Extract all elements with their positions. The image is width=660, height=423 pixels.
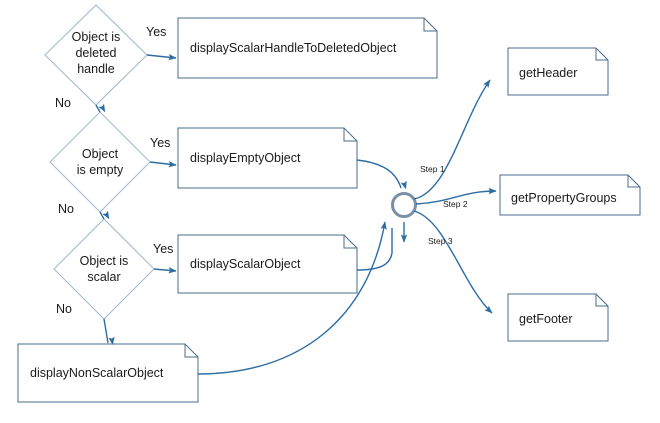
connector-junction-to-get-header	[413, 79, 491, 200]
edge-label-d2-no: No	[58, 202, 74, 216]
decision-object-is-scalar[interactable]: Object is scalar	[53, 218, 155, 320]
connector-d3-no	[103, 318, 115, 346]
merge-junction[interactable]	[391, 192, 417, 218]
connector-empty-object-to-junction	[356, 159, 407, 190]
edge-label-d1-yes: Yes	[146, 25, 166, 39]
note-corner-fold	[627, 175, 640, 188]
connector-d3-yes	[153, 267, 177, 274]
process-box-label: displayScalarObject	[190, 257, 301, 271]
step-label-2: Step 2	[443, 199, 468, 209]
connector-junction-to-get-footer	[413, 210, 493, 314]
process-box-label: displayScalarHandleToDeletedObject	[190, 41, 397, 55]
process-box-display-scalar-object[interactable]: displayScalarObject	[177, 234, 358, 294]
note-box-shape	[177, 127, 358, 189]
decision-label-line-2: scalar	[87, 270, 120, 284]
output-box-get-footer[interactable]: getFooter	[507, 293, 609, 342]
edge-label-d3-yes: Yes	[153, 242, 173, 256]
output-box-label: getFooter	[519, 312, 573, 326]
note-box-shape	[17, 343, 199, 403]
note-box-shape	[499, 174, 641, 216]
process-box-label: displayEmptyObject	[190, 151, 301, 165]
connector-scalar-object-to-junction-tail	[356, 252, 393, 271]
note-corner-fold	[423, 18, 437, 32]
note-corner-fold	[343, 128, 357, 142]
output-box-label: getPropertyGroups	[511, 191, 617, 205]
edge-label-d3-no: No	[56, 302, 72, 316]
decision-label-line-1: Object	[82, 147, 119, 161]
connector-junction-to-get-property-groups	[415, 187, 497, 205]
process-box-display-empty-object[interactable]: displayEmptyObject	[177, 127, 358, 189]
note-corner-fold	[595, 294, 608, 307]
edge-label-d2-yes: Yes	[150, 136, 170, 150]
note-box-shape	[177, 17, 438, 79]
connector-d1-yes	[146, 54, 177, 61]
process-box-display-non-scalar-object[interactable]: displayNonScalarObject	[17, 343, 199, 403]
decision-label-line-1: Object is	[72, 30, 121, 44]
decision-label-line-2: deleted	[75, 46, 116, 60]
junction-circle	[391, 192, 417, 218]
step-label-3: Step 3	[428, 236, 453, 246]
output-box-get-header[interactable]: getHeader	[507, 47, 609, 96]
edge-label-d1-no: No	[55, 96, 71, 110]
connector-d2-yes	[149, 160, 177, 168]
note-corner-fold	[343, 235, 357, 249]
connector-d2-no	[99, 210, 110, 220]
decision-object-is-deleted-handle[interactable]: Object is deleted handle	[44, 4, 148, 106]
decision-object-is-empty[interactable]: Object is empty	[49, 111, 151, 213]
output-box-get-property-groups[interactable]: getPropertyGroups	[499, 174, 641, 216]
decision-label-line-3: handle	[77, 62, 115, 76]
note-corner-fold	[595, 48, 608, 61]
process-box-display-scalar-handle-to-deleted-object[interactable]: displayScalarHandleToDeletedObject	[177, 17, 438, 79]
process-box-label: displayNonScalarObject	[30, 366, 164, 380]
note-box-shape	[507, 47, 609, 96]
decision-label-line-2: is empty	[77, 163, 124, 177]
connector-d1-no	[95, 103, 106, 113]
output-box-label: getHeader	[519, 66, 577, 80]
diamond-shape	[49, 111, 151, 213]
note-box-shape	[507, 293, 609, 342]
decision-label-line-1: Object is	[80, 254, 129, 268]
connector-non-scalar-object-to-junction	[197, 221, 387, 375]
note-corner-fold	[184, 344, 198, 358]
step-label-1: Step 1	[420, 164, 445, 174]
